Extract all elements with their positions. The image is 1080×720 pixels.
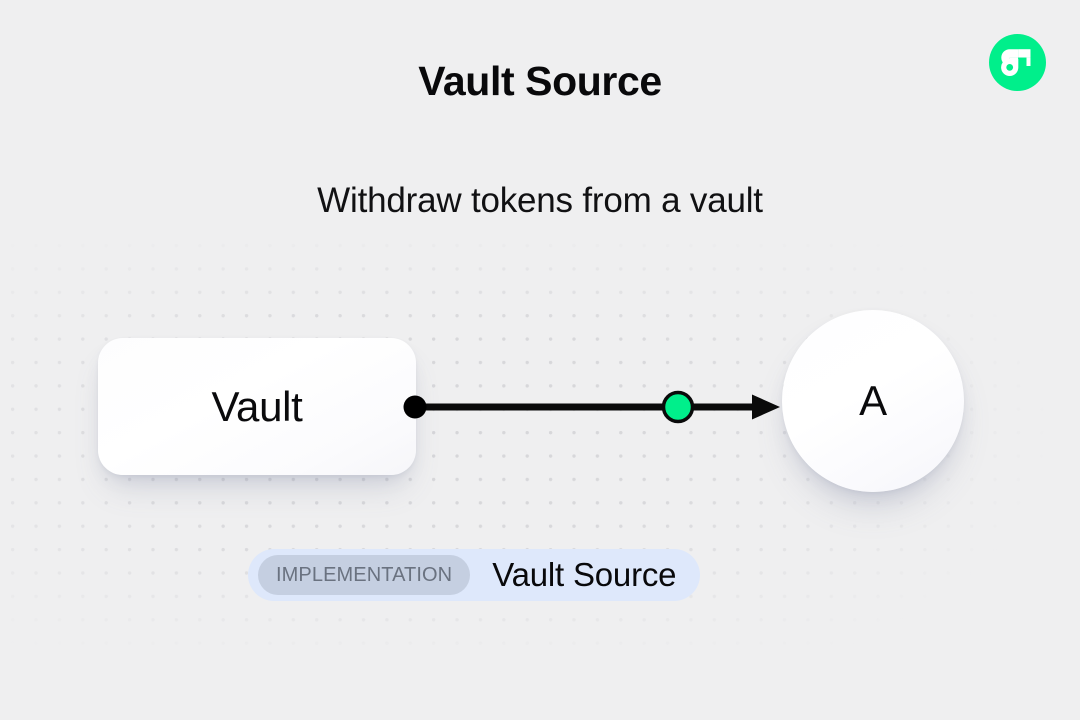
implementation-badge: IMPLEMENTATION Vault Source	[248, 549, 701, 601]
node-a[interactable]: A	[782, 310, 964, 492]
node-vault-label: Vault	[211, 382, 303, 430]
node-vault[interactable]: Vault	[98, 338, 416, 475]
page-title: Vault Source	[418, 58, 662, 104]
edge-marker-dot[interactable]	[661, 390, 695, 424]
flow-logo-icon	[989, 34, 1046, 91]
implementation-tag: IMPLEMENTATION	[258, 555, 471, 595]
implementation-name: Vault Source	[492, 556, 677, 593]
edge-vault-to-a[interactable]	[415, 394, 780, 420]
page-subtitle: Withdraw tokens from a vault	[317, 181, 763, 220]
node-a-label: A	[859, 377, 887, 424]
